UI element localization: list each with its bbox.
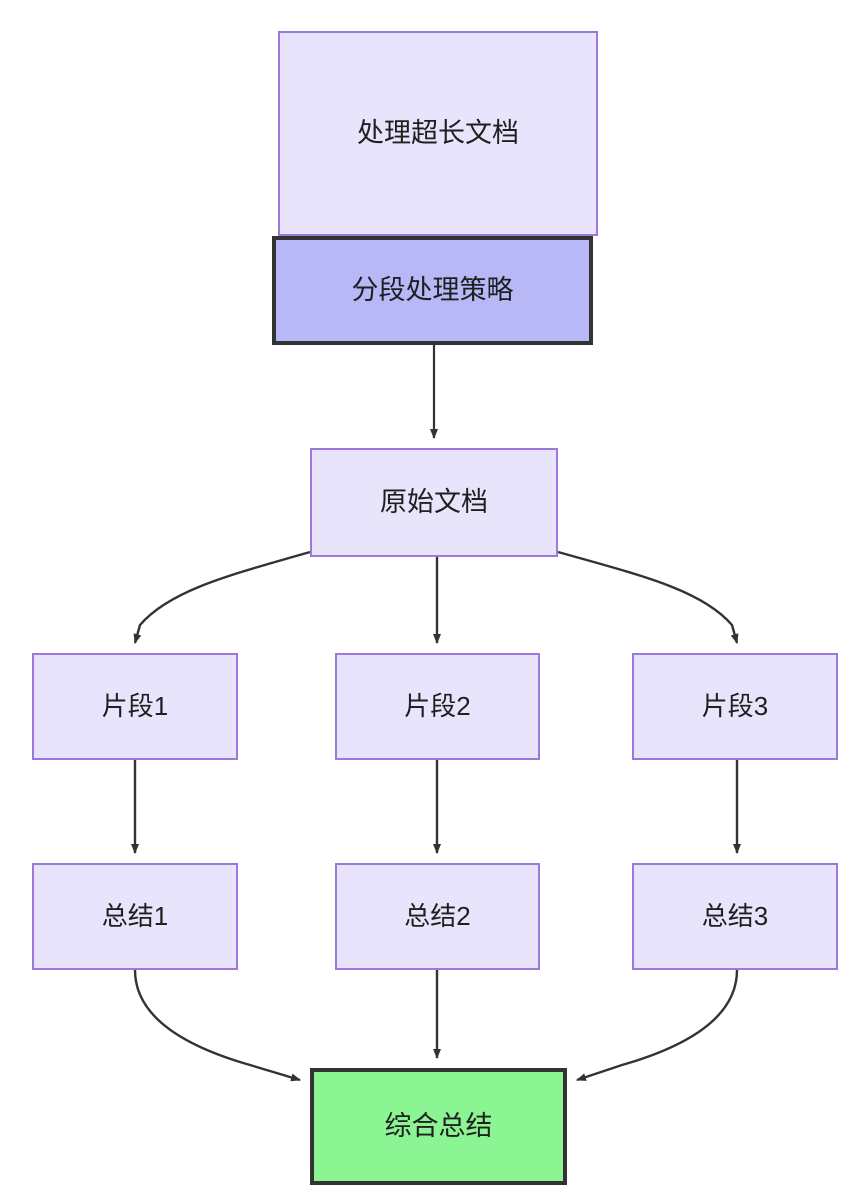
node-fragment-1-label: 片段1 (101, 690, 169, 721)
node-strategy[interactable]: 分段处理策略 (272, 236, 593, 345)
node-fragment-2-label: 片段2 (404, 690, 471, 721)
node-process-label: 处理超长文档 (357, 118, 519, 149)
node-strategy-label: 分段处理策略 (351, 275, 514, 306)
node-source-document[interactable]: 原始文档 (310, 448, 558, 557)
node-summary-2-label: 总结2 (404, 900, 471, 931)
node-summary-3-label: 总结3 (701, 900, 769, 931)
node-source-label: 原始文档 (380, 487, 488, 518)
node-summary-3[interactable]: 总结3 (632, 863, 838, 970)
node-fragment-3-label: 片段3 (701, 690, 769, 721)
node-fragment-2[interactable]: 片段2 (335, 653, 540, 760)
node-process[interactable]: 处理超长文档 (278, 31, 598, 236)
node-fragment-3[interactable]: 片段3 (632, 653, 838, 760)
edge-sum1-to-final (133, 969, 301, 1082)
node-fragment-1[interactable]: 片段1 (32, 653, 238, 760)
node-summary-2[interactable]: 总结2 (335, 863, 540, 970)
edge-source-to-frag3 (557, 550, 739, 644)
node-summary-1-label: 总结1 (101, 900, 169, 931)
edge-source-to-frag1 (133, 550, 311, 644)
node-summary-1[interactable]: 总结1 (32, 863, 238, 970)
edge-sum3-to-final (576, 969, 739, 1082)
node-final-summary-label: 综合总结 (384, 1111, 493, 1142)
node-final-summary[interactable]: 综合总结 (310, 1068, 567, 1185)
